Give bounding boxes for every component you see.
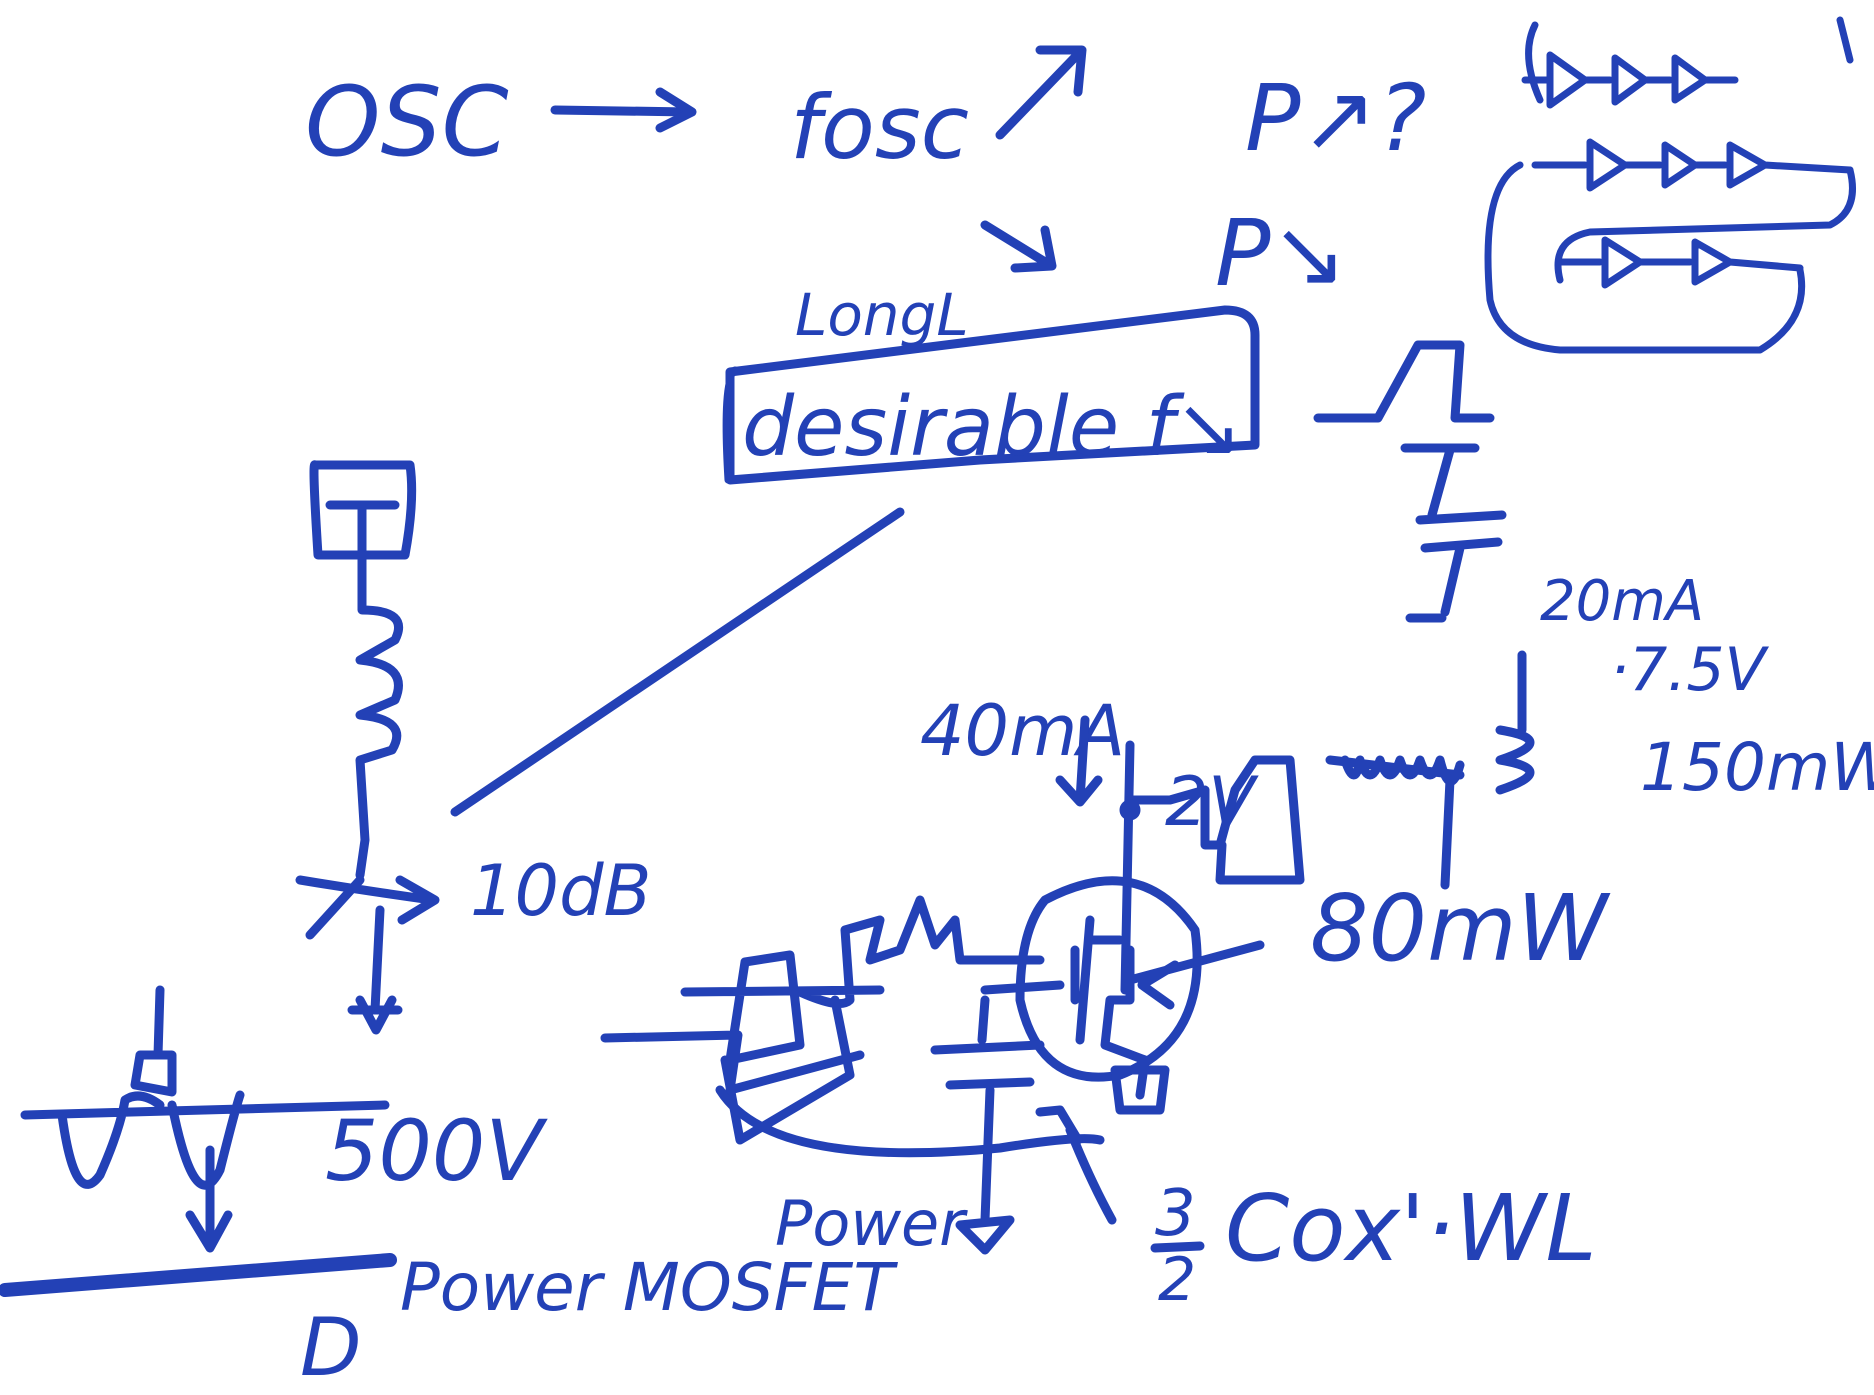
fraction-den: 2 bbox=[1158, 1245, 1196, 1315]
ground-rail bbox=[0, 1253, 397, 1297]
connector-line bbox=[450, 507, 905, 817]
branch-arrow-icon bbox=[295, 875, 440, 940]
arrow-head-icon bbox=[655, 87, 697, 133]
gain-10db-label: 10dB bbox=[470, 850, 652, 932]
d-label: D bbox=[300, 1301, 362, 1394]
gate-capacitor-icon bbox=[930, 980, 1117, 1255]
rail-500v-label: 500V bbox=[325, 1102, 548, 1200]
fraction-num: 3 bbox=[1155, 1177, 1196, 1251]
gate-chain-1 bbox=[1521, 16, 1854, 109]
probe-icon bbox=[130, 985, 233, 1253]
p-down-label: P↘ bbox=[1215, 200, 1348, 307]
power-150mw-label: 150mW bbox=[1640, 729, 1874, 806]
resistor-right-icon bbox=[1495, 650, 1535, 795]
source-ground-icon bbox=[1110, 1065, 1170, 1115]
arrow-osc-to-fosc bbox=[550, 105, 695, 117]
gate-chain-2 bbox=[1531, 138, 1854, 192]
current-arrow-icon bbox=[1055, 715, 1103, 807]
power-ground-label: Power bbox=[775, 1187, 968, 1260]
arrow-down-right-icon bbox=[980, 220, 1057, 273]
fraction-bar bbox=[1150, 1241, 1205, 1253]
p-up-label: P↗? bbox=[1245, 65, 1426, 172]
down-arrow-icon bbox=[347, 905, 403, 1035]
osc-label: OSC bbox=[305, 66, 509, 178]
capacitor-stack bbox=[1400, 443, 1507, 623]
current-20ma-label: 20mA bbox=[1540, 569, 1704, 634]
gate-chain-3 bbox=[1556, 236, 1804, 289]
pulse-waveform bbox=[1313, 340, 1495, 423]
cox-wl-label: Cox'·WL bbox=[1225, 1175, 1597, 1282]
voltage-7-5v-label: ·7.5V bbox=[1610, 635, 1769, 705]
power-label: Power MOSFET bbox=[400, 1249, 898, 1326]
fosc-label: fosc bbox=[790, 76, 969, 179]
node-dot bbox=[1119, 799, 1141, 821]
inductor-coil-icon bbox=[355, 550, 404, 880]
mosfet-symbol-icon bbox=[1070, 915, 1265, 1100]
drain-resistor-icon bbox=[1120, 740, 1465, 995]
grouping-loop bbox=[1484, 161, 1856, 354]
gate-driver-icon bbox=[600, 895, 1045, 1145]
longl-label: LongL bbox=[795, 281, 969, 349]
arrow-up-right-icon bbox=[995, 45, 1087, 140]
current-40ma-label: 40mA bbox=[920, 690, 1125, 772]
power-80mw-label: 80mW bbox=[1310, 875, 1611, 982]
desirable-label: desirable f↘ bbox=[742, 380, 1243, 475]
input-waveform bbox=[20, 1090, 390, 1190]
switch-box-icon bbox=[309, 460, 417, 560]
desirable-box bbox=[725, 305, 1260, 485]
